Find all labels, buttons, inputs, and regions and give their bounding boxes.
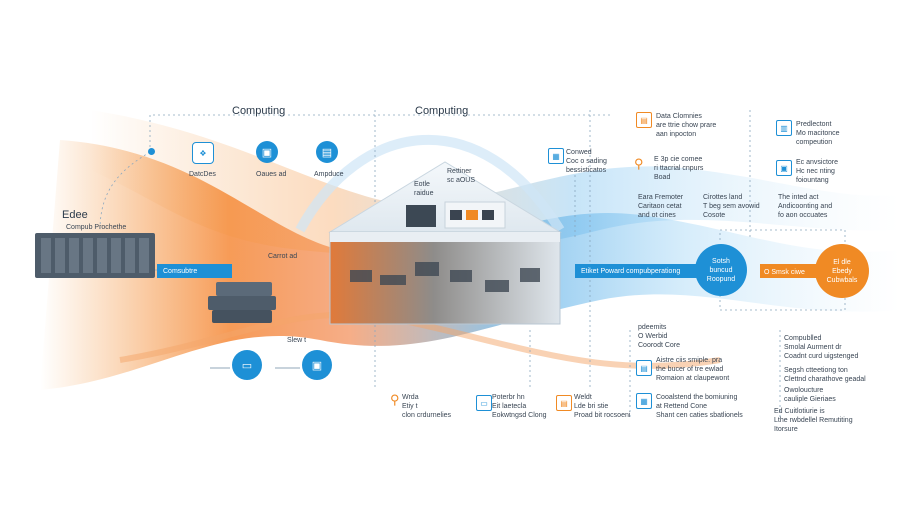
info-g: Ec anvsictore Hc nec nting foiountang bbox=[796, 159, 839, 184]
left-bar: Comsubtre bbox=[157, 264, 232, 278]
brain-chip-icon: ❖ bbox=[192, 142, 214, 164]
edge-title: Edee bbox=[62, 209, 88, 221]
document-icon: ▦ bbox=[548, 148, 564, 164]
cloud-app-icon: ▣ bbox=[256, 141, 278, 163]
mid-label: Carrot ad bbox=[268, 253, 298, 260]
analytics-icon: ▥ bbox=[776, 120, 792, 136]
dashboard-icon: ▣ bbox=[776, 160, 792, 176]
file-icon: ▤ bbox=[556, 395, 572, 411]
lower-slew-label: Slew t bbox=[287, 337, 307, 344]
image-monitor-icon: ▤ bbox=[316, 141, 338, 163]
info-e: Cirottes land T beg sem avowid Cosote bbox=[703, 194, 760, 219]
computing-title-center: Computing bbox=[415, 105, 469, 117]
data-icon: ▤ bbox=[636, 112, 652, 128]
info-bottom-d: Compublled Smolal Aurment dr Coadnt curd… bbox=[784, 335, 859, 360]
bottom-mid-c: Weldt Lde bri stie Proad bit rocsoeni bbox=[574, 394, 631, 419]
node-circle-orange: El dle Ebedy Cubwbals bbox=[815, 244, 869, 298]
info-bottom-c: Cooalstend the bomiuning at Rettend Cone… bbox=[656, 394, 743, 419]
orange-link-bar bbox=[760, 264, 820, 278]
info-bottom-g: Ed Cuitlotiurie is Lthe rwbdellel Remuti… bbox=[774, 408, 853, 433]
edge-subtitle: Compub Prochethe bbox=[66, 224, 127, 231]
info-bottom-a: pdeemits O Werbid Coorodt Core bbox=[638, 324, 681, 349]
server-stack bbox=[208, 282, 276, 324]
info-d: Eara Fremoter Caritaon cetat and ot cine… bbox=[638, 194, 684, 219]
bottom-mid-b: Poterbr hn Eit laetecla Eokwtngsd Clong bbox=[492, 394, 547, 419]
icon-c-label: Ampduce bbox=[314, 171, 344, 178]
facility-house bbox=[328, 161, 562, 325]
server-rack-icon: ▤ bbox=[636, 360, 652, 376]
network-icon: ▦ bbox=[636, 393, 652, 409]
node-circle-blue: Sotsh buncud Roopund bbox=[695, 244, 747, 296]
panel-grid bbox=[41, 238, 149, 273]
info-a: Data Clomnies are ttrie chow prare aan i… bbox=[656, 113, 717, 138]
icon-b-label: Oaues ad bbox=[256, 171, 287, 178]
info-bottom-b: Aistre ciis smiple. pra the bucer of tre… bbox=[656, 357, 730, 382]
device-icon: ▭ bbox=[232, 350, 262, 380]
house-label-2: Rettiner sc aOUS bbox=[447, 168, 476, 184]
info-f: Predlectont Mo macitonce compeution bbox=[796, 121, 840, 146]
monitor-icon: ▣ bbox=[302, 350, 332, 380]
bottom-mid-a: Wrda Etiy t clon crdurnelies bbox=[402, 394, 452, 419]
info-c: E 3p cie comee ri ttacrial cnpurs Boad bbox=[654, 156, 704, 181]
info-h: The inted act Andicoonting and fo aon oc… bbox=[778, 194, 833, 219]
center-bar: Etiket Poward compubperationg bbox=[575, 264, 715, 278]
edge-device-panel bbox=[35, 233, 155, 278]
connector-dot bbox=[148, 148, 155, 155]
node-circle-2-label: O Smsk ciwe bbox=[764, 269, 805, 276]
computing-title-left: Computing bbox=[232, 105, 286, 117]
house-label-1: Eotle raidue bbox=[414, 181, 434, 197]
laptop-icon: ▭ bbox=[476, 395, 492, 411]
info-bottom-e: Segsh ctteetiong ton Clettnd charathove … bbox=[784, 367, 866, 383]
info-b: Conwed Coc o sading bessisticatos bbox=[566, 149, 607, 174]
info-bottom-f: Owoloucture cauliple Gieriaes bbox=[784, 387, 836, 403]
search-icon: ⚲ bbox=[634, 156, 644, 171]
magnifier-icon: ⚲ bbox=[390, 392, 400, 407]
icon-a-label: DatcDes bbox=[189, 171, 216, 178]
